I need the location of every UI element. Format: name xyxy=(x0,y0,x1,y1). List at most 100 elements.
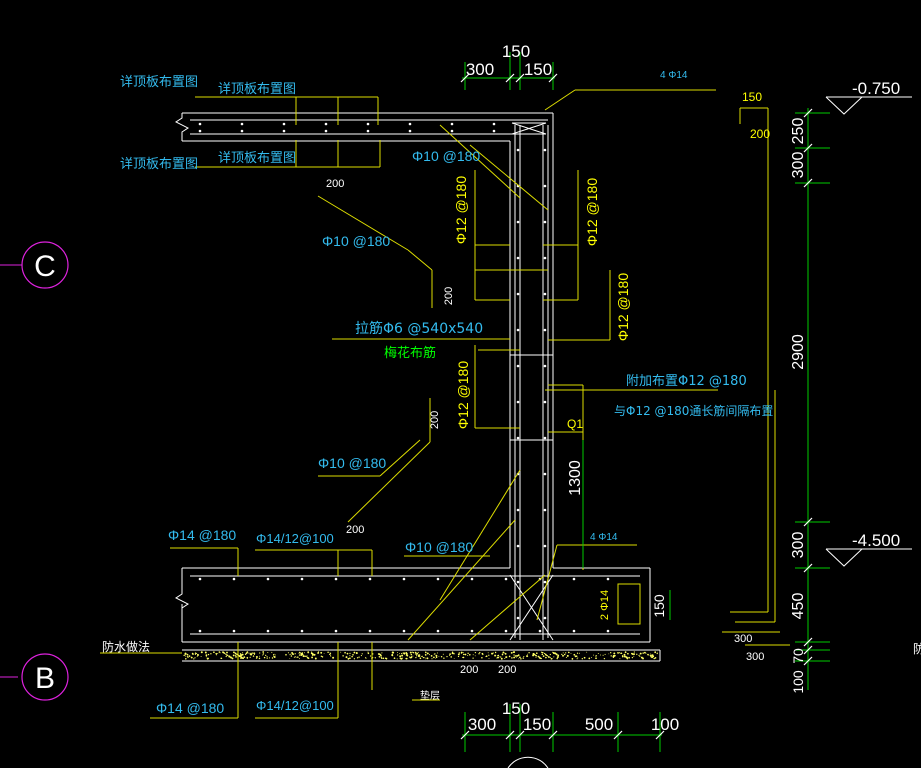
cushion-hatch-dot xyxy=(488,658,490,660)
cushion-hatch-dot xyxy=(654,651,657,654)
cushion-hatch-dot xyxy=(435,658,437,659)
rebar-dot xyxy=(516,580,520,584)
cushion-hatch-dot xyxy=(645,652,647,654)
cushion-hatch-dot xyxy=(619,652,621,654)
cushion-hatch-dot xyxy=(240,653,242,655)
cushion-hatch-dot xyxy=(242,652,244,654)
cushion-hatch-dot xyxy=(298,654,301,656)
cushion-hatch-dot xyxy=(349,652,351,655)
cushion-hatch-dot xyxy=(415,656,417,659)
note-len-150-hook: 150 xyxy=(742,90,762,104)
cushion-hatch-dot xyxy=(415,653,417,655)
note-base-top-left: Φ14 @180 xyxy=(168,527,236,543)
rebar-dot xyxy=(232,577,236,581)
cushion-hatch-dot xyxy=(497,656,500,659)
cushion-hatch-dot xyxy=(464,653,467,656)
cushion-hatch-dot xyxy=(565,656,567,658)
cushion-hatch-dot xyxy=(328,653,331,655)
dimension-lines xyxy=(462,52,830,752)
cushion-hatch-dot xyxy=(541,653,544,656)
rebar-dot xyxy=(516,436,520,440)
cushion-hatch-dot xyxy=(213,651,215,654)
cushion-hatch-dot xyxy=(265,654,267,657)
rebar-dot xyxy=(543,292,547,296)
cushion-hatch-dot xyxy=(496,657,498,659)
rebar-dot xyxy=(572,577,576,581)
cushion-hatch-dot xyxy=(183,654,185,657)
cushion-hatch-dot xyxy=(416,652,419,655)
cushion-hatch-dot xyxy=(320,655,323,658)
cushion-hatch-dot xyxy=(593,654,594,656)
cushion-hatch-dot xyxy=(184,654,186,656)
note-len-300-hook-b: 300 xyxy=(746,651,764,663)
cushion-hatch-dot xyxy=(547,655,549,657)
note-len-200-d: 200 xyxy=(346,524,364,536)
cushion-hatch-dot xyxy=(225,655,227,658)
cushion-hatch-dot xyxy=(438,655,440,657)
cushion-hatch-dot xyxy=(537,655,540,658)
cushion-hatch-dot xyxy=(431,655,433,657)
cushion-hatch-dot xyxy=(289,658,291,659)
cushion-hatch-dot xyxy=(574,655,577,658)
cushion-hatch-dot xyxy=(271,651,273,653)
cushion-hatch-dot xyxy=(396,658,398,660)
cushion-hatch-dot xyxy=(648,654,650,656)
rebar-dot xyxy=(324,122,328,126)
cushion-hatch-dot xyxy=(453,657,455,659)
rebar-dot xyxy=(543,364,547,368)
cushion-hatch-dot xyxy=(487,652,489,654)
cushion-hatch-dot xyxy=(553,656,555,658)
cushion-hatch-dot xyxy=(586,651,588,653)
cushion-hatch-dot xyxy=(227,655,229,656)
cushion-hatch-dot xyxy=(380,656,382,658)
cushion-hatch-dot xyxy=(294,653,296,655)
cushion-hatch-dot xyxy=(467,652,469,655)
cushion-hatch-dot xyxy=(401,657,403,660)
cushion-hatch-dot xyxy=(194,652,197,654)
rebar-dot xyxy=(516,292,520,296)
cushion-hatch-dot xyxy=(656,651,658,653)
cushion-hatch-dot xyxy=(224,653,226,654)
dim-bottom-100: 100 xyxy=(651,715,679,734)
rebar-dot xyxy=(436,629,440,633)
cushion-hatch-dot xyxy=(353,651,356,654)
cushion-hatch-dot xyxy=(217,653,219,655)
cushion-hatch-dot xyxy=(369,655,372,657)
cushion-hatch-dot xyxy=(367,652,370,655)
dim-right-450: 450 xyxy=(790,593,807,620)
cushion-hatch-dot xyxy=(462,656,464,658)
dim-bottom-150-a: 150 xyxy=(502,699,530,718)
cushion-hatch-dot xyxy=(588,657,591,660)
note-slab-ref-3: 详顶板布置图 xyxy=(120,157,198,172)
cushion-hatch-dot xyxy=(419,656,421,658)
dim-right-70: 70 xyxy=(790,648,806,664)
rebar-dot xyxy=(198,129,202,133)
cushion-hatch-dot xyxy=(267,652,269,653)
cushion-hatch-dot xyxy=(624,651,627,654)
cushion-hatch-dot xyxy=(595,655,597,657)
cushion-hatch-dot xyxy=(409,651,412,654)
cushion-hatch-dot xyxy=(504,653,507,655)
cushion-hatch-dot xyxy=(631,653,634,655)
note-wall-lower-v: Φ12 @180 xyxy=(455,361,471,429)
rebar-dot xyxy=(240,129,244,133)
cushion-hatch-dot xyxy=(504,657,506,660)
note-base-bot-left: Φ14 @180 xyxy=(156,700,224,716)
note-len-200-a: 200 xyxy=(326,178,344,190)
cushion-hatch-dot xyxy=(450,656,453,658)
cushion-hatch-dot xyxy=(555,653,558,656)
note-rebar-top-inner: Φ10 @180 xyxy=(412,148,480,164)
cushion-hatch-dot xyxy=(307,652,309,654)
rebar-dot xyxy=(232,629,236,633)
cushion-hatch-dot xyxy=(435,656,438,659)
cushion-hatch-dot xyxy=(356,657,359,659)
note-len-200-e: 200 xyxy=(460,664,478,676)
cushion-hatch-dot xyxy=(651,656,654,659)
cushion-hatch-dot xyxy=(321,656,324,658)
rebar-dot xyxy=(366,122,370,126)
cushion-hatch-dot xyxy=(298,652,300,654)
cushion-hatch-dot xyxy=(604,653,606,655)
cushion-hatch-dot xyxy=(643,657,644,659)
rebar-dot xyxy=(543,220,547,224)
cushion-hatch-dot xyxy=(365,657,367,659)
